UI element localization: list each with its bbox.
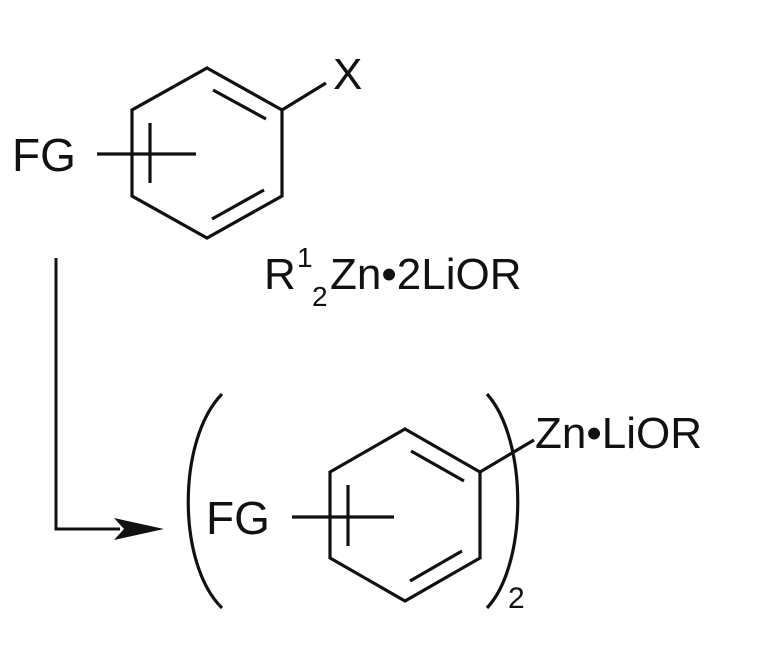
- product: FG Zn•LiOR 2: [186, 392, 702, 615]
- ring-outline-bottom: [328, 427, 482, 603]
- arrow-head: [114, 518, 164, 540]
- zinc-label: Zn•LiOR: [535, 409, 702, 458]
- reagent-r-label: R: [264, 250, 296, 299]
- x-label: X: [333, 50, 362, 99]
- bond-to-x: [281, 81, 327, 112]
- benzene-ring-bottom: [328, 427, 482, 603]
- fg-label-top: FG: [12, 129, 76, 181]
- multiplier-subscript: 2: [508, 582, 525, 615]
- reagent-subscript: 2: [312, 281, 328, 312]
- fg-label-bottom: FG: [206, 492, 270, 544]
- ring-double-bond-top-2: [211, 188, 265, 221]
- starting-material: X FG: [12, 50, 362, 240]
- reagent-formula: Zn•2LiOR: [330, 250, 521, 299]
- ring-double-bond-bottom-2: [409, 549, 463, 583]
- bond-to-zinc: [479, 438, 535, 474]
- arrow-shaft: [54, 258, 120, 531]
- reagent-superscript: 1: [297, 242, 313, 273]
- reaction-arrow: [54, 258, 164, 540]
- left-parenthesis: [186, 392, 224, 610]
- right-parenthesis: [485, 392, 520, 610]
- ring-double-bond-bottom-1: [410, 449, 465, 483]
- ring-double-bond-top-1: [212, 88, 267, 121]
- reagent: R 1 2 Zn•2LiOR: [264, 242, 521, 312]
